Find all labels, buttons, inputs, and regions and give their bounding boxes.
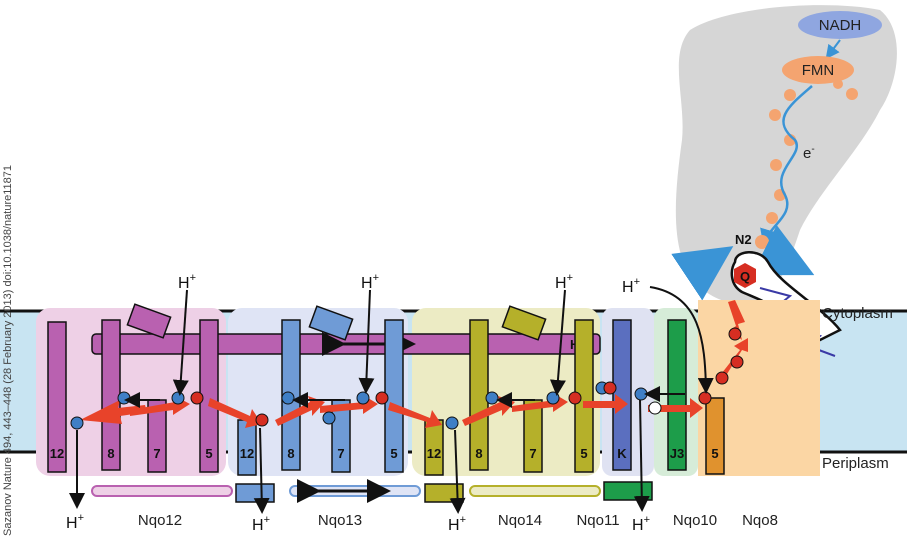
nqo8-helix-5: [705, 397, 725, 475]
citation-text: Sazanov Nature 494, 443–448 (28 February…: [2, 164, 14, 536]
nqo13-helix-5: 5: [390, 446, 397, 461]
nqo14-periplasmic-bar: [469, 485, 601, 497]
subunit-label-nqo13: Nqo13: [318, 512, 362, 529]
nqo10-helix-j3-label: J3: [670, 446, 684, 461]
proton-label-nqo14-in: H+: [555, 272, 573, 292]
nqo14-helix-8: 8: [475, 446, 482, 461]
proton-label-nqo14-out: H+: [448, 514, 466, 534]
residue-open: [648, 401, 662, 415]
proton-label-nqo12-out: H+: [66, 512, 84, 532]
n2-label: N2: [735, 232, 752, 247]
subunit-label-nqo10: Nqo10: [673, 512, 717, 529]
conformational-arrow-left: [671, 246, 734, 301]
proton-label-nqo13-out: H+: [252, 514, 270, 534]
nqo14-helix-7: 7: [529, 446, 536, 461]
fmn-ellipse: [782, 56, 854, 84]
proton-label-nqo11-out: H+: [632, 514, 650, 534]
nqo12-periplasmic-bar: [91, 485, 233, 497]
subunit-label-nqo8: Nqo8: [742, 512, 778, 529]
conformational-arrow-right: [751, 225, 815, 276]
nqo14-helix-12: 12: [427, 446, 441, 461]
nqo13-helix-8: 8: [287, 446, 294, 461]
nqo12-helices: [47, 303, 219, 473]
quinone-hexagon: [734, 263, 756, 288]
proton-label-nqo8-in: H+: [622, 276, 640, 296]
proton-transfer-arrows: [80, 300, 748, 428]
nadh-label: NADH: [819, 17, 862, 34]
subunit-label-nqo11: Nqo11: [576, 512, 619, 529]
electron-label: e-: [803, 144, 815, 162]
cytoplasm-label: Cytoplasm: [822, 305, 893, 322]
nqo8-region: [698, 300, 820, 476]
nqo8-helix-5-label: 5: [711, 446, 718, 461]
nqo13-periplasmic-box: [235, 483, 275, 503]
nqo12-helix-8: 8: [107, 446, 114, 461]
proton-pathways: [69, 286, 714, 514]
fmn-label: FMN: [802, 62, 835, 79]
nadh-ellipse: [798, 11, 882, 39]
nqo13-helix-12: 12: [240, 446, 254, 461]
nqo12-helix-5: 5: [205, 446, 212, 461]
citation-strip: Sazanov Nature 494, 443–448 (28 February…: [2, 0, 16, 538]
nqo12-helix-12: 12: [50, 446, 64, 461]
nqo11-periplasmic-box: [603, 481, 653, 501]
proton-label-nqo12-in: H+: [178, 272, 196, 292]
residues-red: [190, 327, 744, 427]
nqo12-helix-7: 7: [153, 446, 160, 461]
q-label: Q: [740, 269, 750, 284]
periplasm-label: Periplasm: [822, 455, 889, 472]
nqo13-helix-7: 7: [337, 446, 344, 461]
subunit-label-nqo14: Nqo14: [498, 512, 542, 529]
nadh-to-fmn-arrow: [825, 39, 841, 60]
subunit-label-nqo12: Nqo12: [138, 512, 182, 529]
proton-label-nqo13-in: H+: [361, 272, 379, 292]
nqo11-helix-k-label: K: [617, 446, 627, 461]
nqo14-helix-5: 5: [580, 446, 587, 461]
nqo11-helix-k: [612, 319, 632, 471]
electron-path: [760, 85, 813, 247]
n2-cluster: [755, 235, 769, 249]
nqo14-periplasmic-box: [424, 483, 464, 503]
